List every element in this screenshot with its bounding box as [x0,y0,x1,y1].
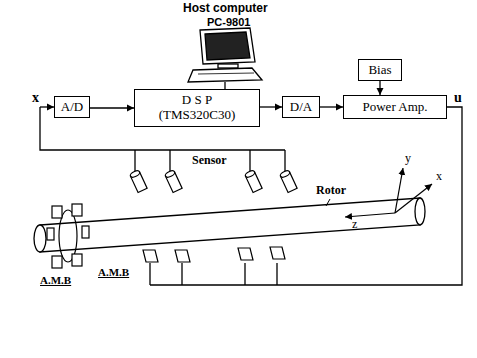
model-label: PC-9801 [207,16,250,28]
axis-label: x [436,170,442,183]
signal-arrow [379,81,380,95]
box-text: A/D [61,100,83,115]
sensor-probes [129,170,297,193]
actuator-wiring [150,107,462,285]
device-label: Host computer [183,2,268,15]
box-text: D/A [290,100,312,115]
left-bearing [47,204,89,268]
bus-line [224,82,225,89]
box-text: Power Amp. [363,100,428,115]
rotor-shaft [34,198,425,252]
part-label: Sensor [192,154,227,167]
signal-arrow [260,106,282,107]
part-label: A.M.B [40,274,71,286]
bearing-magnets [143,247,285,262]
box-text: (TMS320C30) [159,108,236,123]
leader-line [326,199,330,206]
processor-box: D S P(TMS320C30) [134,89,260,127]
converter-box: A/D [54,96,90,118]
part-label: Rotor [316,184,346,197]
part-label: A.M.B [98,266,129,278]
signal-name: x [32,90,39,105]
converter-box: D/A [282,96,320,118]
computer-icon [188,28,262,82]
axes [345,168,432,217]
signal-name: u [454,90,462,105]
bias-box: Bias [358,59,402,81]
box-text: Bias [368,63,391,78]
amplifier-box: Power Amp. [343,95,447,119]
box-text: D S P [182,93,212,108]
signal-arrow [90,107,134,108]
axis-label: y [405,152,411,165]
signal-arrow [320,106,343,107]
axis-label: z [352,218,357,231]
